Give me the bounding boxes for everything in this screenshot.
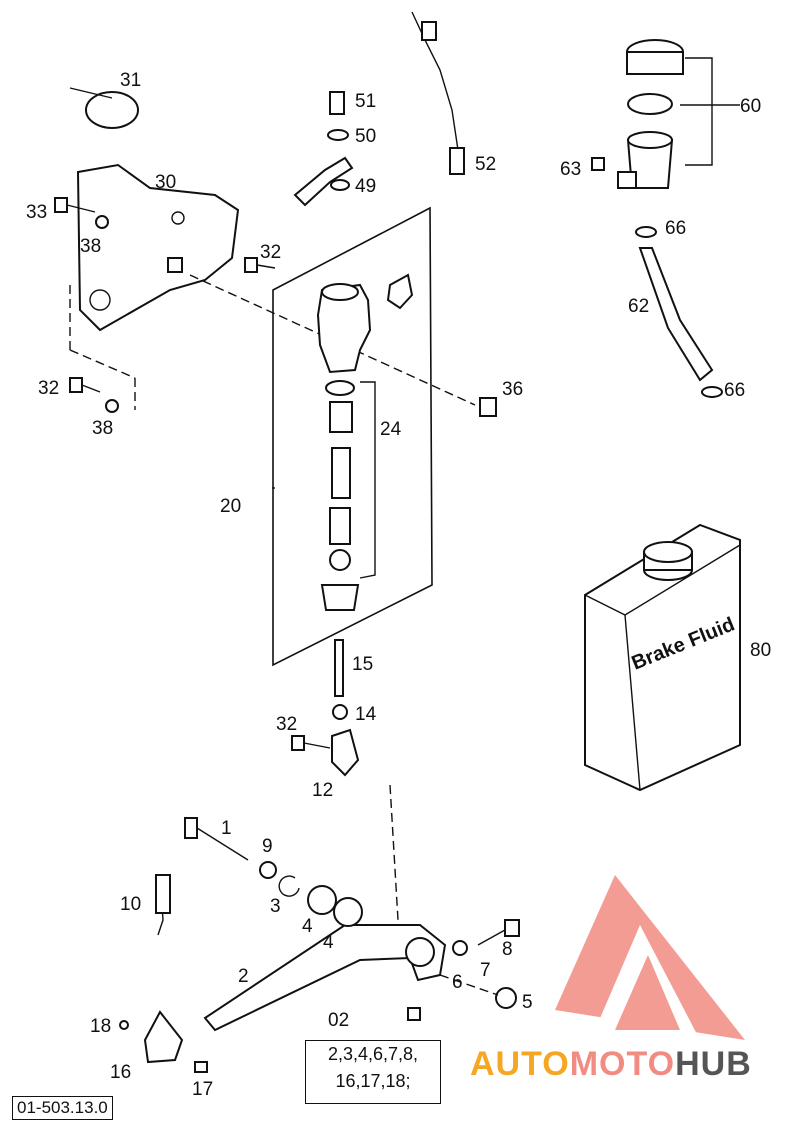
callout-50: 50	[355, 126, 376, 147]
callout-32: 32	[260, 242, 281, 263]
callout-9: 9	[262, 836, 273, 857]
callout-4: 4	[323, 932, 334, 953]
watermark-moto: MOTO	[569, 1045, 676, 1083]
callout-12: 12	[312, 780, 333, 801]
cup-part	[329, 507, 351, 545]
watermark-logo-icon	[555, 875, 745, 1040]
bolt-part	[54, 197, 331, 751]
reservoir-part	[591, 39, 684, 189]
callout-20: 20	[220, 496, 241, 517]
callout-30: 30	[155, 172, 176, 193]
catalog-code: 01-503.13.0	[12, 1096, 113, 1120]
callout-6: 6	[452, 972, 463, 993]
kit-contents-line-2: 16,17,18;	[335, 1071, 411, 1091]
hose-clamp-part	[635, 226, 657, 238]
callout-32: 32	[38, 378, 59, 399]
master-cylinder-part	[316, 273, 414, 374]
watermark-text: AUTOMOTOHUB	[470, 1045, 752, 1084]
kit-contents-box: 2,3,4,6,7,8, 16,17,18;	[305, 1040, 441, 1104]
callout-8: 8	[502, 939, 513, 960]
spring-part	[331, 447, 351, 499]
callout-63: 63	[560, 159, 581, 180]
callout-66: 66	[665, 218, 686, 239]
callout-60: 60	[740, 96, 761, 117]
callout-7: 7	[480, 960, 491, 981]
callout-62: 62	[628, 296, 649, 317]
callout-18: 18	[90, 1016, 111, 1037]
brake-lever-part	[203, 924, 447, 1032]
callout-80: 80	[750, 640, 771, 661]
callout-3: 3	[270, 896, 281, 917]
callout-49: 49	[355, 176, 376, 197]
guard-bracket-part	[76, 163, 240, 332]
banjo-bolt-part	[329, 91, 345, 115]
callout-32: 32	[276, 714, 297, 735]
circlip-part	[329, 549, 351, 571]
push-rod-part	[334, 639, 344, 697]
callout-5: 5	[522, 992, 533, 1013]
callout-31: 31	[120, 70, 141, 91]
callout-24: 24	[380, 419, 402, 440]
pivot-bolt-part	[184, 817, 198, 839]
master-cylinder-frame	[272, 206, 433, 667]
step-plate-part	[143, 1010, 184, 1064]
rubber-cap-part	[479, 397, 497, 417]
callout-4: 4	[302, 916, 313, 937]
callout-51: 51	[355, 91, 376, 112]
piston-part	[329, 401, 353, 433]
callout-15: 15	[352, 654, 373, 675]
kit-label: 02	[328, 1010, 349, 1031]
watermark-auto: AUTO	[470, 1045, 570, 1083]
brake-fluid-can-part: Brake Fluid	[584, 523, 741, 792]
callout-52: 52	[475, 154, 496, 175]
callout-2: 2	[238, 966, 249, 987]
kit-contents-line-1: 2,3,4,6,7,8,	[327, 1044, 419, 1064]
callout-36: 36	[502, 379, 523, 400]
callout-14: 14	[355, 704, 377, 725]
o-ring-part	[325, 380, 355, 396]
hose-part	[638, 247, 714, 382]
cable-tie-part	[69, 87, 139, 129]
callout-66: 66	[724, 380, 745, 401]
watermark-hub: HUB	[675, 1045, 752, 1083]
callout-38: 38	[80, 236, 101, 257]
callout-10: 10	[120, 894, 141, 915]
callout-38: 38	[92, 418, 113, 439]
boot-part	[320, 584, 360, 611]
callout-33: 33	[26, 202, 47, 223]
brake-light-switch-part	[449, 147, 465, 175]
callout-17: 17	[192, 1079, 213, 1100]
callout-16: 16	[110, 1062, 131, 1083]
callout-1: 1	[221, 818, 232, 839]
